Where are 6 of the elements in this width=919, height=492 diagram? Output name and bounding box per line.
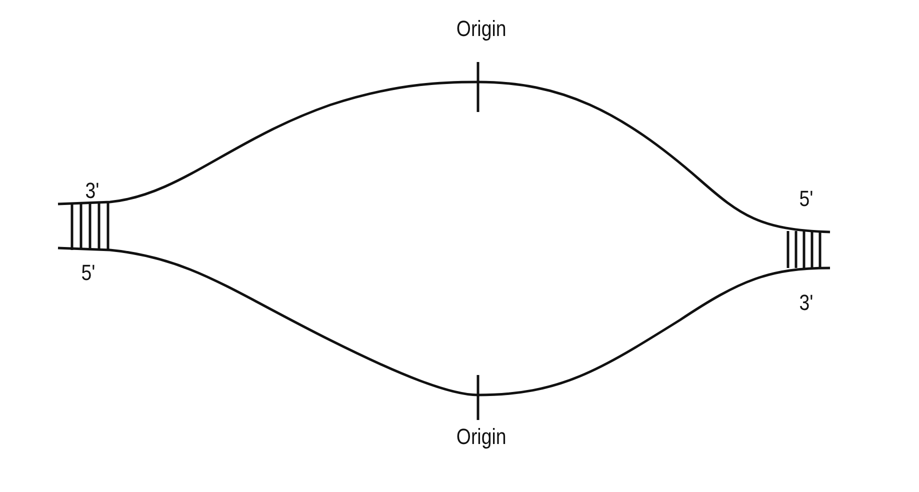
origin-label: Origin <box>456 18 506 40</box>
strand-end-label: 5' <box>81 262 96 284</box>
origin-label: Origin <box>456 426 506 448</box>
strand-end-label: 3' <box>799 292 814 314</box>
strand-end-label: 5' <box>799 188 814 210</box>
strand-end-label: 3' <box>85 180 100 202</box>
